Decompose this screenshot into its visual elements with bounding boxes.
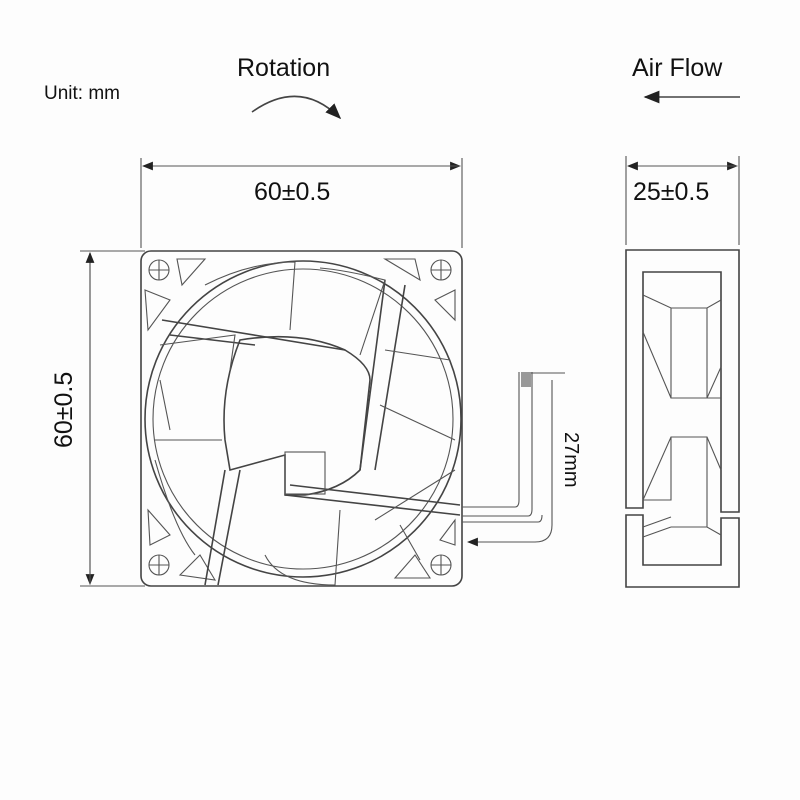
height-dimension bbox=[80, 250, 145, 587]
rotation-label: Rotation bbox=[237, 54, 330, 82]
depth-dimension bbox=[625, 156, 740, 245]
airflow-label: Air Flow bbox=[632, 54, 723, 82]
mounting-hole-icons bbox=[148, 259, 452, 576]
unit-label: Unit: mm bbox=[44, 83, 120, 104]
width-dimension bbox=[140, 158, 463, 248]
depth-dimension-label: 25±0.5 bbox=[633, 178, 709, 206]
fan-side-view bbox=[625, 249, 740, 588]
cable-length-label: 27mm bbox=[560, 432, 582, 488]
height-dimension-label: 60±0.5 bbox=[50, 372, 78, 448]
cable-lead bbox=[462, 372, 565, 547]
rotation-arrow-icon bbox=[251, 95, 342, 120]
fan-front-view bbox=[140, 250, 463, 587]
width-dimension-label: 60±0.5 bbox=[254, 178, 330, 206]
